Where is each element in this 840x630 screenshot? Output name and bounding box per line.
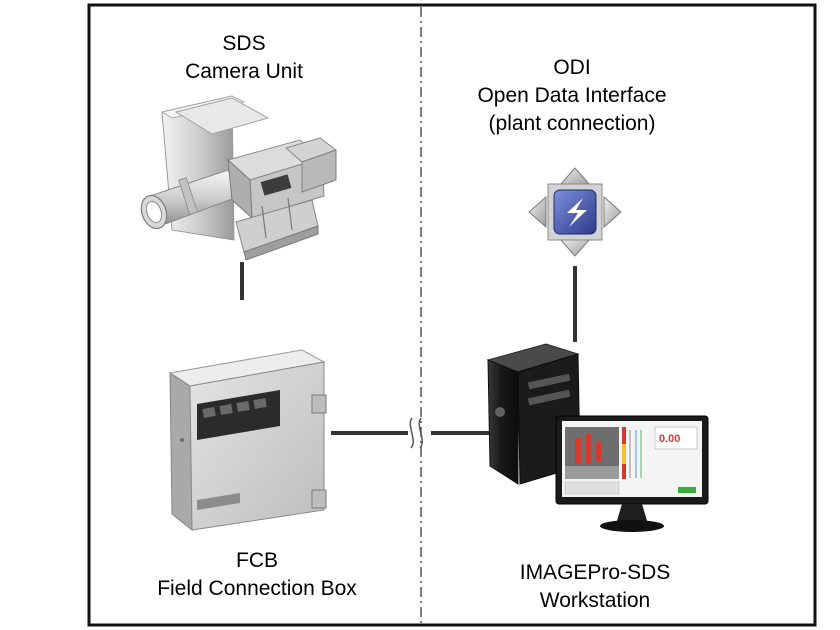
camera-unit-icon: [140, 95, 338, 261]
workstation-monitor-icon: 0.00: [555, 415, 709, 532]
odi-label: ODI Open Data Interface (plant connectio…: [422, 54, 722, 138]
outer-frame: [87, 3, 817, 627]
fcb-label-line1: FCB: [236, 549, 278, 572]
workstation-label-line1: IMAGEPro-SDS: [519, 561, 671, 584]
camera-label-line1: SDS: [222, 32, 266, 55]
odi-label-line3: (plant connection): [488, 112, 656, 135]
field-connection-box-icon: [168, 349, 327, 532]
fcb-label: FCB Field Connection Box: [107, 547, 407, 603]
line-break-icon: [409, 417, 424, 449]
fcb-label-line2: Field Connection Box: [157, 577, 357, 600]
screen-readout-value: 0.00: [659, 433, 680, 445]
camera-label-line2: Camera Unit: [185, 60, 303, 83]
odi-label-line2: Open Data Interface: [477, 84, 667, 107]
workstation-label: IMAGEPro-SDS Workstation: [445, 559, 745, 615]
camera-unit-label: SDS Camera Unit: [94, 30, 394, 86]
odi-label-line1: ODI: [553, 56, 591, 79]
odi-interface-icon: [528, 167, 622, 257]
workstation-label-line2: Workstation: [539, 589, 651, 612]
